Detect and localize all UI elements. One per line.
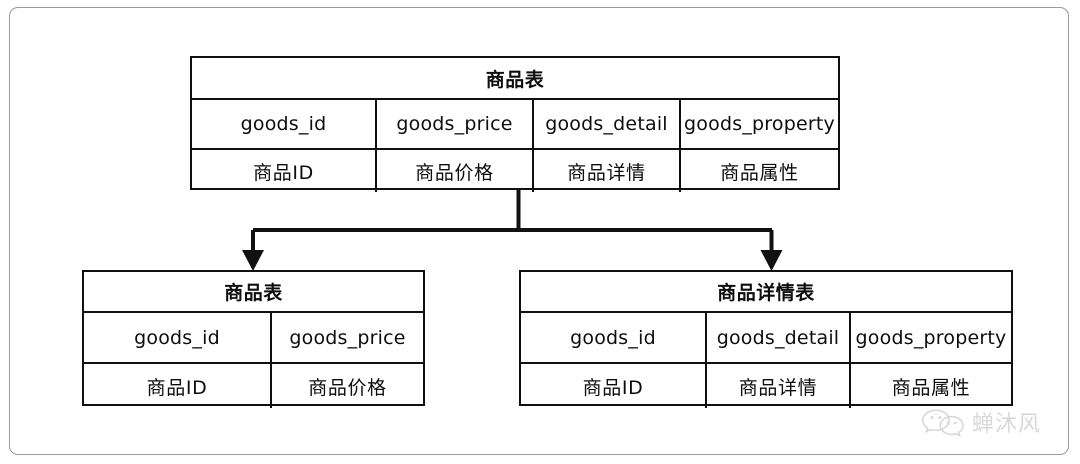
result-1-title-row: 商品表 [84, 272, 423, 313]
source-desc-goods-price: 商品价格 [375, 150, 532, 192]
result-1-title: 商品表 [224, 282, 283, 304]
source-desc-goods-detail: 商品详情 [532, 150, 679, 192]
result-1-field-goods-price: goods_price [270, 313, 423, 362]
result-1-field-goods-id: goods_id [134, 326, 220, 349]
result-table-goods: 商品表 goods_id goods_price 商品ID 商品价格 [82, 270, 425, 408]
result-2-title: 商品详情表 [717, 282, 815, 304]
result-1-desc-goods-id: 商品ID [146, 376, 208, 399]
source-field-goods-detail: goods_detail [532, 100, 679, 148]
watermark-text: 蝉沐风 [972, 412, 1042, 437]
source-field-goods-price: goods_price [375, 100, 532, 148]
result-2-field-row: goods_id goods_detail goods_property [521, 313, 1011, 364]
result-1-desc-row: 商品ID 商品价格 [84, 364, 423, 408]
result-2-field-goods-detail: goods_detail [705, 313, 849, 362]
source-table: 商品表 goods_id goods_price goods_detail go… [190, 56, 840, 192]
source-table-title-row: 商品表 [192, 58, 838, 100]
result-2-desc-goods-id: 商品ID [582, 376, 644, 399]
source-field-goods-property: goods_property [679, 100, 838, 148]
source-desc-goods-id: 商品ID [253, 161, 314, 184]
source-desc-goods-property: 商品属性 [679, 150, 838, 192]
result-2-title-row: 商品详情表 [521, 272, 1011, 313]
result-1-field-row: goods_id goods_price [84, 313, 423, 364]
wechat-icon [921, 409, 964, 437]
result-2-desc-row: 商品ID 商品详情 商品属性 [521, 364, 1011, 408]
result-table-goods-detail: 商品详情表 goods_id goods_detail goods_proper… [519, 270, 1013, 408]
source-table-desc-row: 商品ID 商品价格 商品详情 商品属性 [192, 150, 838, 192]
result-2-desc-goods-detail: 商品详情 [705, 364, 849, 408]
watermark: 蝉沐风 [920, 406, 1041, 438]
result-2-field-goods-property: goods_property [849, 313, 1011, 362]
source-table-field-row: goods_id goods_price goods_detail goods_… [192, 100, 838, 150]
source-field-goods-id: goods_id [240, 113, 327, 135]
result-2-desc-goods-property: 商品属性 [849, 364, 1011, 408]
result-1-desc-goods-price: 商品价格 [270, 364, 423, 408]
source-table-title: 商品表 [485, 68, 545, 91]
result-2-field-goods-id: goods_id [570, 326, 656, 349]
